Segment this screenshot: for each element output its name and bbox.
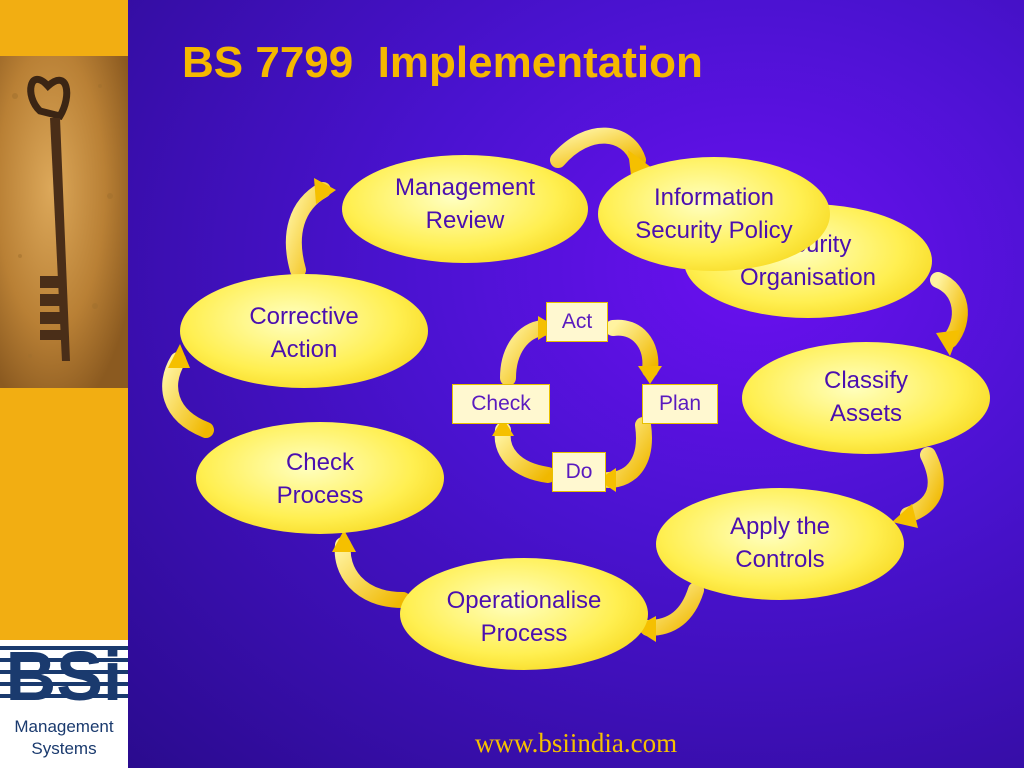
- arrowhead-org-to-classify: [936, 330, 960, 356]
- node-management-review-line2: Review: [425, 207, 505, 234]
- key-photo: [0, 56, 128, 388]
- cycle-diagram: Security Organisation Management Review …: [128, 0, 1024, 768]
- pdca-do: Do: [552, 452, 606, 492]
- arrowhead-classify-to-apply: [892, 504, 918, 528]
- node-operationalise-process-line2: Process: [480, 620, 568, 647]
- node-check-process-line1: Check: [285, 449, 354, 476]
- node-check-process: Check Process: [196, 422, 444, 534]
- bsi-logo: BSi Management Systems: [0, 640, 128, 768]
- arrowhead-check-to-corrective: [168, 344, 190, 368]
- node-classify-assets-line1: Classify: [823, 367, 908, 394]
- node-apply-the-controls: Apply the Controls: [656, 488, 904, 600]
- node-security-organisation-line2: Organisation: [739, 264, 877, 291]
- footer-url[interactable]: www.bsiindia.com: [474, 728, 678, 758]
- bsi-logo-text: BSi: [6, 640, 123, 702]
- node-corrective-action: Corrective Action: [180, 274, 428, 388]
- arrowhead-operationalise-to-check: [332, 530, 356, 552]
- logo-subtitle: Management Systems: [0, 716, 128, 760]
- node-operationalise-process-line1: Operationalise: [446, 587, 602, 614]
- arrow-check-to-corrective: [162, 352, 214, 438]
- arrow-review-to-policy: [550, 127, 646, 168]
- arrowhead-plan-to-do: [598, 468, 616, 492]
- arrowhead-apply-to-operationalise: [634, 616, 656, 642]
- pdca-act: Act: [546, 302, 608, 342]
- arrow-classify-to-apply: [900, 447, 944, 523]
- node-operationalise-process: Operationalise Process: [400, 558, 648, 670]
- pdca-plan: Plan: [642, 384, 718, 424]
- arrow-do-to-check: [494, 422, 556, 483]
- node-information-security-policy-line2: Security Policy: [635, 217, 793, 244]
- arrowhead-do-to-check: [492, 418, 514, 436]
- cycle-arrows: [162, 127, 968, 642]
- node-management-review: Management Review: [342, 155, 588, 263]
- bsi-logo-mark: BSi: [0, 640, 128, 702]
- arrow-operationalise-to-check: [334, 537, 411, 608]
- logo-subtitle-line2: Systems: [31, 739, 97, 758]
- node-apply-the-controls-line1: Apply the: [729, 513, 831, 540]
- logo-subtitle-line1: Management: [14, 717, 114, 736]
- node-corrective-action-line2: Action: [270, 336, 338, 363]
- arrowhead-corrective-to-review: [314, 178, 336, 204]
- node-classify-assets-line2: Assets: [829, 400, 902, 427]
- node-information-security-policy: Information Security Policy: [598, 157, 830, 271]
- key-image: [0, 56, 128, 388]
- arrow-act-to-plan: [605, 319, 659, 378]
- arrow-check-to-act: [500, 320, 551, 386]
- node-check-process-line2: Process: [276, 482, 364, 509]
- node-classify-assets: Classify Assets: [742, 342, 990, 454]
- node-management-review-line1: Management: [394, 174, 536, 201]
- arrowhead-act-to-plan: [638, 366, 662, 384]
- node-information-security-policy-line1: Information: [653, 184, 775, 211]
- node-apply-the-controls-line2: Controls: [735, 546, 825, 573]
- node-corrective-action-line1: Corrective: [249, 303, 359, 330]
- slide-title: BS 7799 Implementation: [182, 38, 703, 87]
- pdca-check: Check: [452, 384, 550, 424]
